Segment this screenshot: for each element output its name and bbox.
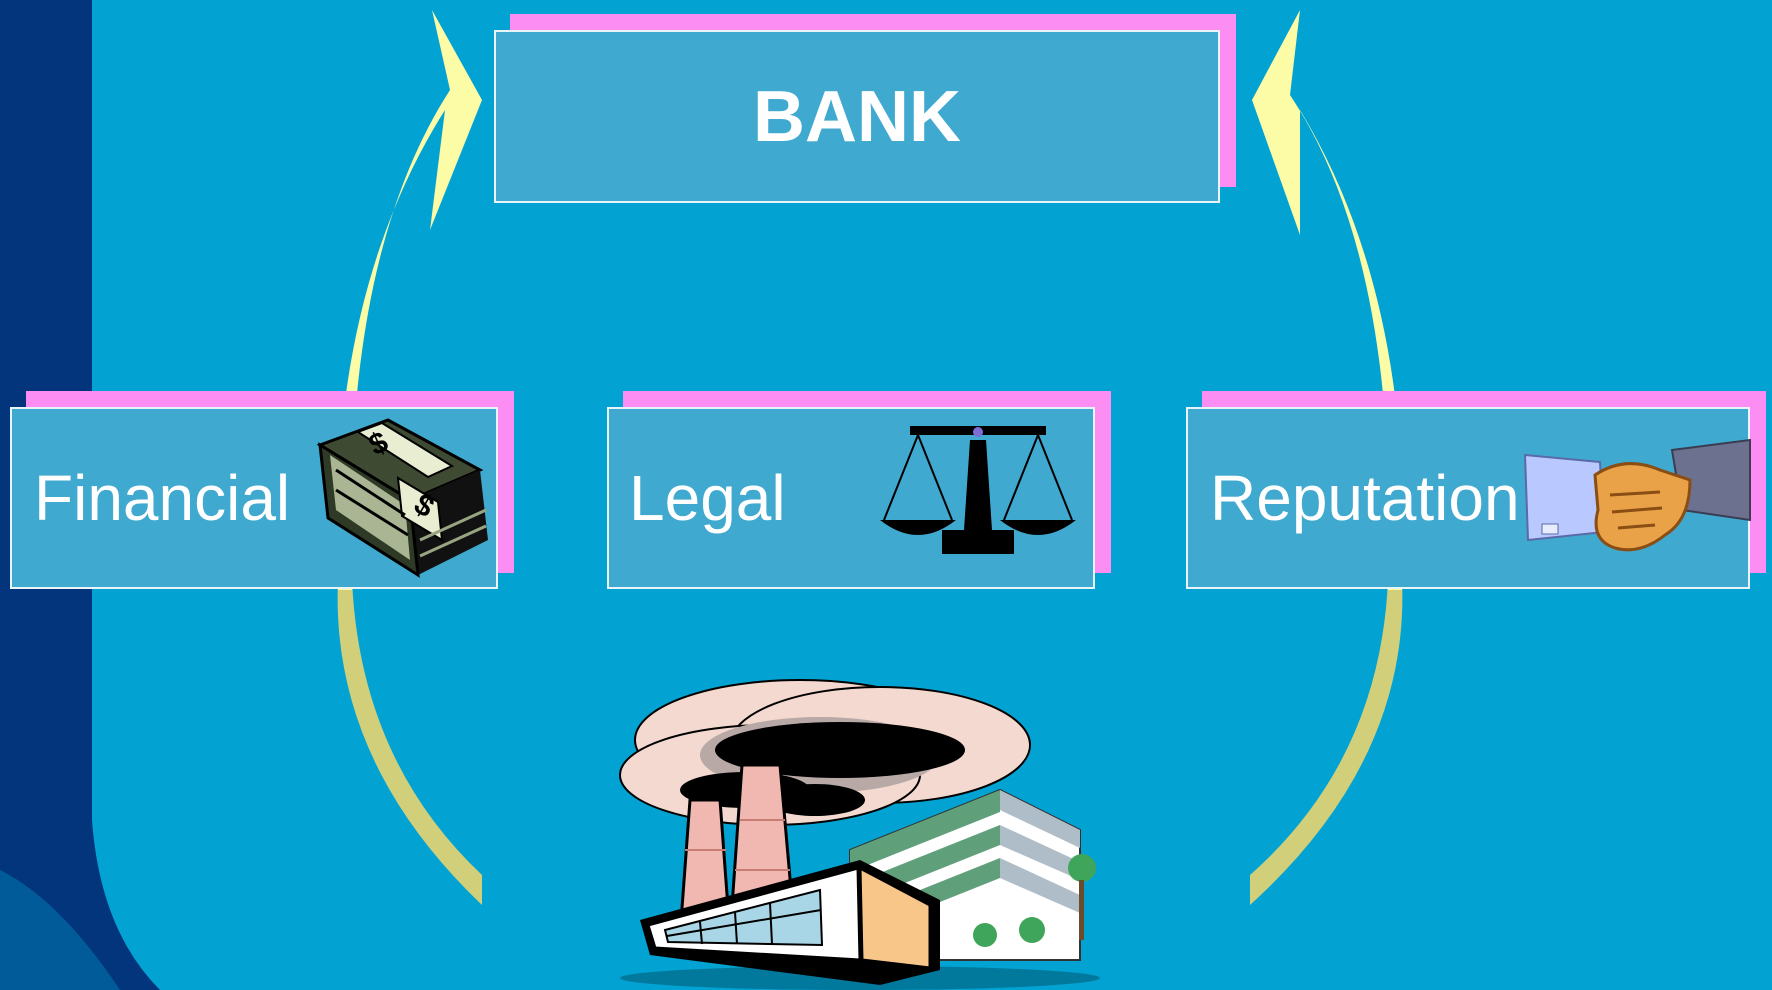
polluting-factory-icon — [619, 679, 1100, 990]
scales-of-justice-icon — [880, 426, 1076, 554]
right-curved-arrow-icon — [1250, 10, 1404, 905]
legal-label: Legal — [629, 462, 786, 534]
handshake-icon — [1523, 438, 1751, 552]
bank-node-box: BANK — [494, 30, 1220, 203]
reputation-node-box: Reputation — [1186, 407, 1750, 589]
money-stack-icon: $ $ — [316, 418, 488, 578]
reputation-label: Reputation — [1210, 462, 1520, 534]
bank-label: BANK — [753, 76, 961, 157]
left-curved-arrow-icon — [336, 10, 482, 905]
financial-label: Financial — [34, 462, 291, 534]
